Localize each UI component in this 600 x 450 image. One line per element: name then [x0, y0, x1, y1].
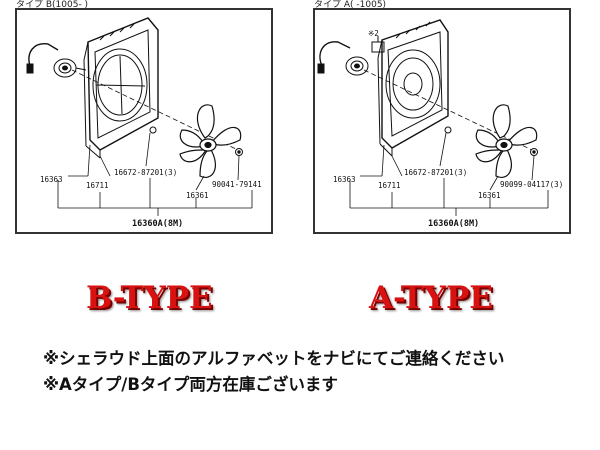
panel-b-header: タイプ B(1005- ) — [16, 0, 89, 10]
part-label-assembly-b: 16360A(8M) — [132, 219, 183, 229]
leader-lines-b — [57, 132, 253, 216]
panel-b-drawing — [26, 17, 253, 216]
bolt-marker-a — [444, 126, 452, 134]
fan-motor-a — [317, 41, 369, 76]
fan-blade-b — [179, 104, 242, 178]
part-label-bolt-a: 16672-87201(3) — [404, 168, 467, 177]
part-label-fan-a: 16361 — [478, 191, 501, 200]
clip-a — [371, 36, 385, 53]
fan-shroud-b — [83, 17, 159, 159]
part-label-nut-a: 90099-04117(3) — [500, 180, 563, 189]
note-line-1: ※シェラウド上面のアルファベットをナビにてご連絡ください — [43, 349, 505, 368]
part-label-shroud-a: 16363 — [333, 175, 356, 184]
fan-blade-a — [475, 104, 538, 178]
diagram-panel-a — [313, 8, 571, 234]
note-line-2: ※Aタイプ/Bタイプ両方在庫ございます — [43, 375, 338, 394]
panel-a-header: タイプ A( -1005) — [314, 0, 387, 10]
fan-shroud-a — [377, 19, 449, 157]
parts-diagram-svg: 16363 16711 16672-87201(3) 90041-79141 1… — [26, 17, 563, 229]
part-label-nut-b: 90041-79141 — [212, 180, 262, 189]
leader-lines-a — [349, 132, 549, 216]
part-label-fan-b: 16361 — [186, 191, 209, 200]
part-label-motor-b: 16711 — [86, 181, 109, 190]
part-label-bolt-b: 16672-87201(3) — [114, 168, 177, 177]
type-title-a: A-TYPE — [369, 280, 493, 316]
bolt-marker-b — [149, 126, 157, 134]
nut-b — [235, 148, 243, 156]
part-label-assembly-a: 16360A(8M) — [428, 219, 479, 229]
part-label-motor-a: 16711 — [378, 181, 401, 190]
type-title-b: B-TYPE — [86, 280, 213, 316]
part-label-clip-a: ※2 — [368, 29, 379, 38]
nut-a — [530, 148, 538, 156]
part-label-shroud-b: 16363 — [40, 175, 63, 184]
fan-motor-b — [26, 43, 87, 78]
panel-a-drawing — [317, 19, 549, 216]
